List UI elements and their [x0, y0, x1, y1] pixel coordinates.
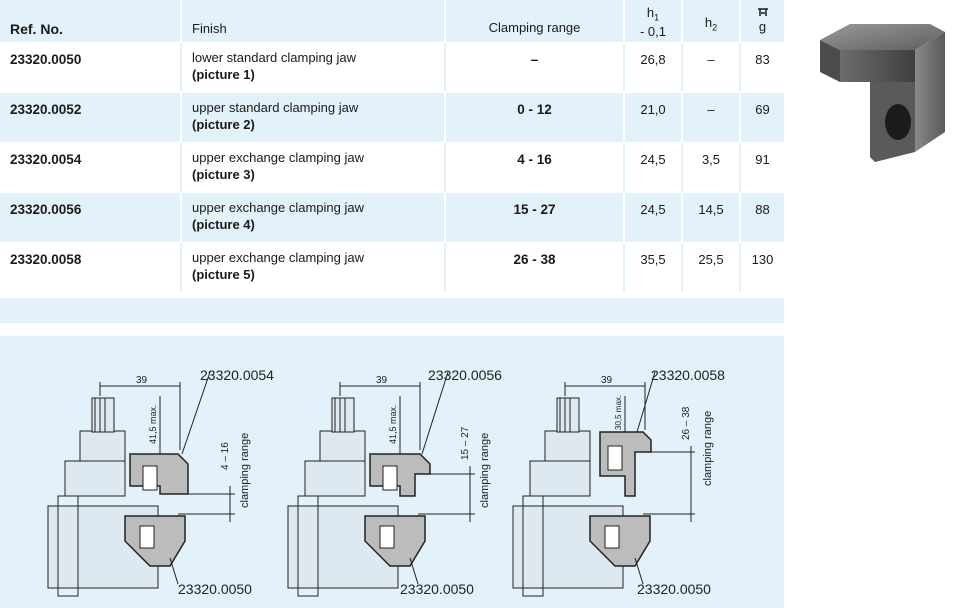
drawing-1-range: 4 – 16 [220, 442, 231, 470]
header-h2-symbol: h [704, 15, 713, 30]
drawing-2-range: 15 – 27 [460, 426, 471, 460]
drawing-2-height-max: 41,5 max. [388, 404, 398, 444]
header-clamping-range: Clamping range [444, 0, 623, 42]
header-finish: Finish [180, 0, 444, 42]
row-finish-text: upper exchange clamping jaw [192, 200, 364, 215]
header-h1-sub: 1 [654, 12, 660, 23]
row-h2: 25,5 [681, 243, 739, 292]
row-finish: upper exchange clamping jaw (picture 4) [180, 193, 444, 242]
header-clamping-range-text: Clamping range [488, 20, 581, 35]
row-h1: 24,5 [623, 143, 681, 192]
header-h1-symbol: h [646, 5, 655, 20]
drawing-1: 39 23320.0054 41,5 max. 4 – 16 clamping … [47, 367, 274, 597]
row-finish-text: upper exchange clamping jaw [192, 150, 364, 165]
row-finish-text: upper standard clamping jaw [192, 100, 359, 115]
drawing-3-range: 26 – 38 [681, 406, 692, 440]
row-h2: 3,5 [681, 143, 739, 192]
table-row: 23320.0052 upper standard clamping jaw (p… [0, 92, 784, 142]
drawing-1-upper-ref: 23320.0054 [200, 367, 274, 383]
drawing-1-range-label: clamping range [239, 433, 251, 508]
table-row: 23320.0056 upper exchange clamping jaw (p… [0, 192, 784, 242]
drawing-3-width: 39 [601, 375, 613, 386]
drawing-3-lower-ref: 23320.0050 [637, 581, 711, 597]
row-picture: (picture 3) [192, 167, 255, 182]
row-h1: 26,8 [623, 43, 681, 92]
row-h1: 24,5 [623, 193, 681, 242]
row-weight: 130 [739, 243, 784, 292]
row-finish-text: lower standard clamping jaw [192, 50, 357, 65]
row-h2: 14,5 [681, 193, 739, 242]
row-picture: (picture 1) [192, 67, 255, 82]
row-finish-text: upper exchange clamping jaw [192, 250, 364, 265]
row-range: 15 - 27 [444, 193, 623, 242]
clamping-jaw-photo [810, 12, 960, 172]
row-finish: upper exchange clamping jaw (picture 5) [180, 243, 444, 292]
drawing-2-lower-ref: 23320.0050 [400, 581, 474, 597]
header-h2-sub: 2 [712, 22, 718, 33]
row-finish: upper standard clamping jaw (picture 2) [180, 93, 444, 142]
drawing-2-range-label: clamping range [479, 433, 491, 508]
technical-drawings: 39 23320.0054 41,5 max. 4 – 16 clamping … [47, 367, 725, 597]
drawing-3-upper-ref: 23320.0058 [651, 367, 725, 383]
table-row: 23320.0054 upper exchange clamping jaw (p… [0, 142, 784, 192]
row-weight: 69 [739, 93, 784, 142]
header-h2: h2 [681, 0, 739, 42]
row-range: – [444, 43, 623, 92]
table-row: 23320.0050 lower standard clamping jaw (p… [0, 42, 784, 92]
divider-band [0, 298, 784, 323]
table-row: 23320.0058 upper exchange clamping jaw (p… [0, 242, 784, 292]
row-picture: (picture 4) [192, 217, 255, 232]
header-ref-no: Ref. No. [10, 21, 63, 37]
row-weight: 88 [739, 193, 784, 242]
drawing-1-lower-ref: 23320.0050 [178, 581, 252, 597]
table-header: Ref. No. Finish Clamping range h1 - 0,1 … [0, 0, 784, 42]
row-h2: – [681, 43, 739, 92]
header-weight: g [739, 0, 784, 42]
row-finish: upper exchange clamping jaw (picture 3) [180, 143, 444, 192]
scale-weight-icon [741, 6, 784, 20]
drawing-2-width: 39 [376, 375, 388, 386]
row-range: 26 - 38 [444, 243, 623, 292]
drawing-2-upper-ref: 23320.0056 [428, 367, 502, 383]
row-h1: 35,5 [623, 243, 681, 292]
row-finish: lower standard clamping jaw (picture 1) [180, 43, 444, 92]
drawing-2: 39 23320.0056 41,5 max. 15 – 27 clamping… [287, 367, 502, 597]
row-picture: (picture 2) [192, 117, 255, 132]
row-ref: 23320.0058 [10, 252, 82, 267]
row-ref: 23320.0056 [10, 202, 82, 217]
row-ref: 23320.0050 [10, 52, 82, 67]
row-range: 0 - 12 [444, 93, 623, 142]
header-h1-tolerance: - 0,1 [639, 23, 666, 39]
drawing-3-height-max: 30,5 max. [614, 395, 623, 430]
row-weight: 91 [739, 143, 784, 192]
drawing-3: 39 23320.0058 30,5 max. 26 – 38 clamping… [512, 367, 725, 597]
technical-drawing-panel: 39 23320.0054 41,5 max. 4 – 16 clamping … [0, 336, 784, 608]
row-range: 4 - 16 [444, 143, 623, 192]
product-table: Ref. No. Finish Clamping range h1 - 0,1 … [0, 0, 784, 292]
row-ref: 23320.0052 [10, 102, 82, 117]
row-h2: – [681, 93, 739, 142]
row-weight: 83 [739, 43, 784, 92]
row-ref: 23320.0054 [10, 152, 82, 167]
header-weight-unit: g [758, 19, 767, 34]
header-h1: h1 - 0,1 [623, 0, 681, 42]
row-picture: (picture 5) [192, 267, 255, 282]
row-h1: 21,0 [623, 93, 681, 142]
drawing-1-width: 39 [136, 375, 148, 386]
drawing-3-range-label: clamping range [702, 411, 714, 486]
drawing-1-height-max: 41,5 max. [148, 404, 158, 444]
